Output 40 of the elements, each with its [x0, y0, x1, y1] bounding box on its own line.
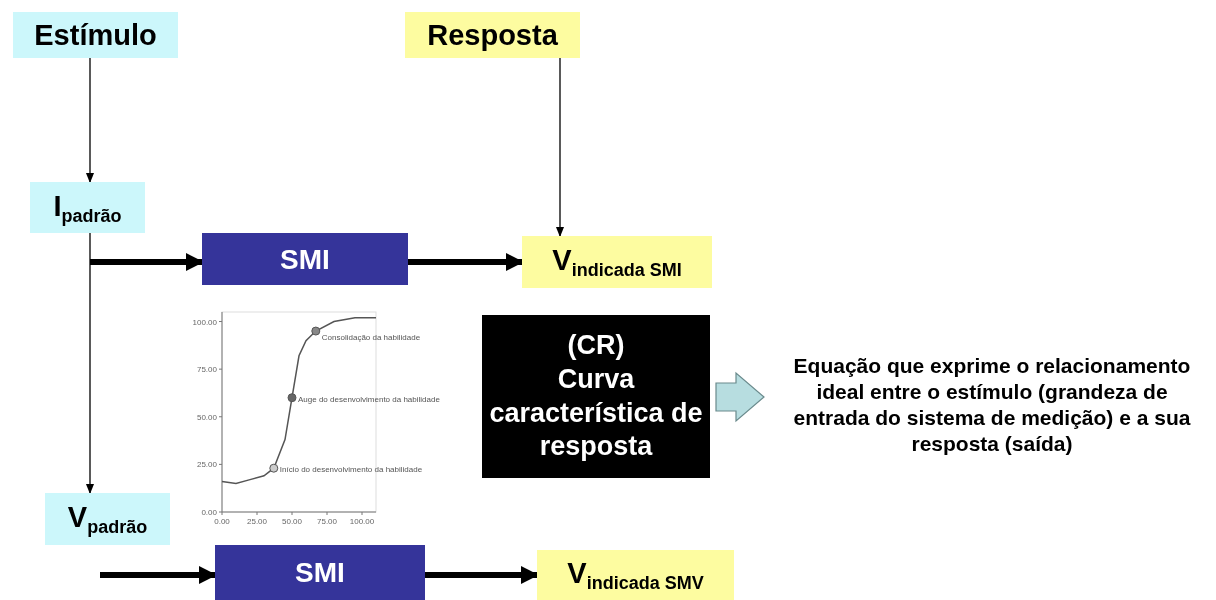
arrow	[100, 566, 217, 584]
output-label	[537, 550, 734, 600]
annotation-text: Auge do desenvolvimento da habilidade	[298, 394, 440, 404]
annotation-text: Consolidação da habilidade	[321, 333, 421, 343]
tick-label: 50.00	[196, 412, 217, 422]
input-label	[45, 493, 170, 545]
abbreviation-text: (CR)	[567, 329, 625, 362]
block-arrow	[715, 371, 765, 423]
tick-label: 50.00	[282, 517, 302, 526]
tick-label: 100.00	[349, 517, 375, 526]
node-text: I$_{padrão}$	[53, 188, 122, 228]
node-text: SMI	[295, 556, 345, 590]
output-label	[522, 236, 712, 288]
input-label	[13, 12, 178, 58]
node-text: V$_{indicada SMV}$	[567, 556, 704, 595]
tick-label: 75.00	[317, 517, 337, 526]
tick-label: 75.00	[196, 365, 217, 375]
arrow	[90, 253, 204, 271]
arrow	[555, 57, 565, 238]
node-text: V$_{padrão}$	[67, 500, 148, 539]
tick-label: 0.00	[201, 508, 217, 517]
box-title: Curva característica de resposta	[488, 362, 704, 464]
arrow	[425, 566, 539, 584]
input-label	[30, 182, 145, 233]
output-label	[405, 12, 580, 58]
annotation-text: Início do desenvolvimento da habilidade	[279, 465, 423, 475]
node-text: V$_{indicada SMI}$	[552, 243, 682, 282]
node-text: Estímulo	[34, 17, 157, 53]
arrow	[85, 232, 95, 495]
curve-box	[482, 315, 710, 478]
tick-label: 25.00	[247, 517, 267, 526]
arrow	[85, 57, 95, 184]
system-box	[202, 233, 408, 285]
tick-label: 100.00	[192, 317, 217, 327]
tick-label: 25.00	[196, 460, 217, 470]
node-text: Resposta	[427, 17, 558, 53]
node-text: SMI	[280, 242, 330, 277]
tick-label: 0.00	[214, 517, 230, 526]
arrow	[408, 253, 524, 271]
system-box	[215, 545, 425, 600]
